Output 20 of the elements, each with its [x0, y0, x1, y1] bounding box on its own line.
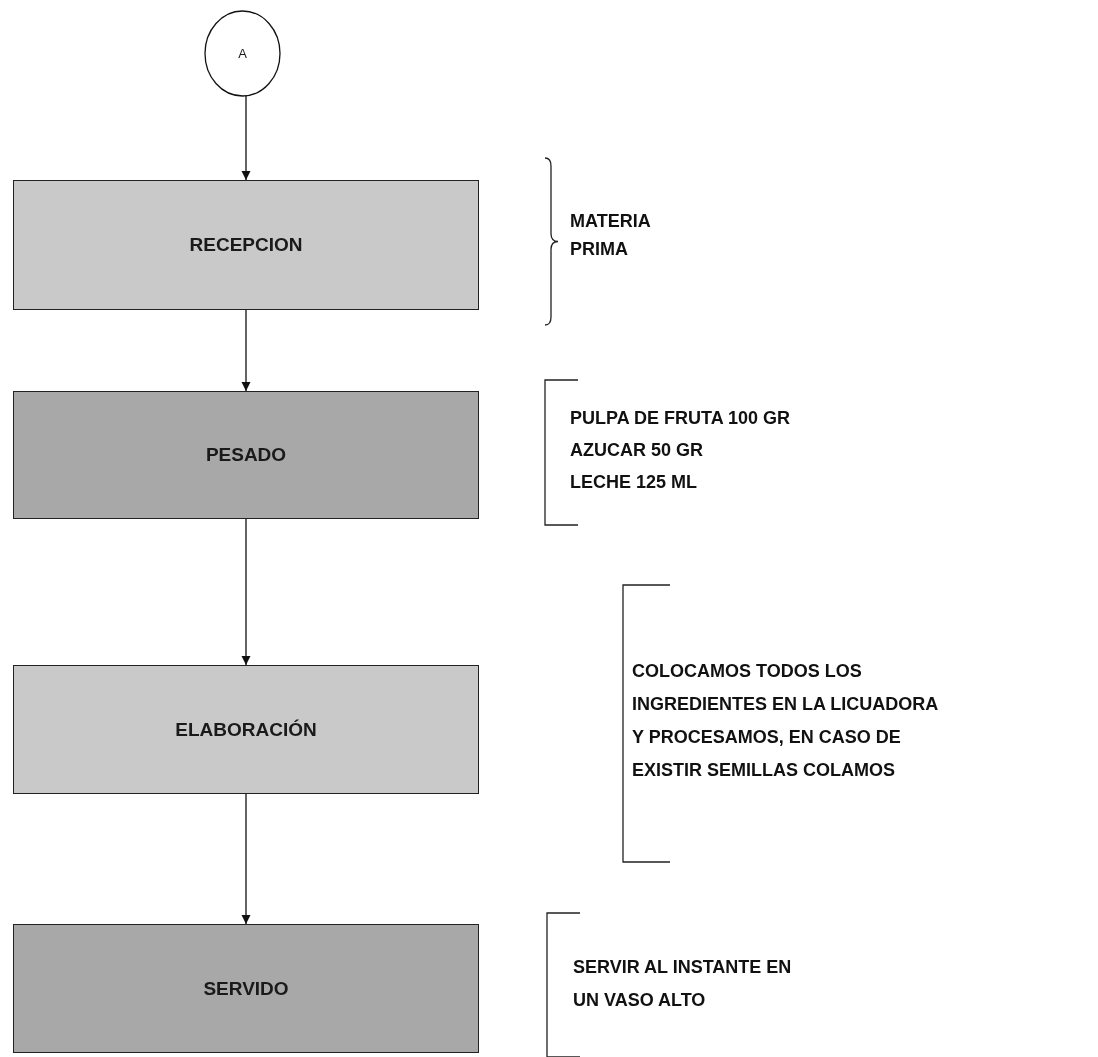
process-box [13, 180, 479, 310]
step-label: PESADO [205, 444, 287, 466]
arrow [241, 793, 251, 925]
arrow [241, 518, 251, 666]
arrow [241, 309, 251, 392]
step-note: MATERIA PRIMA [570, 210, 651, 261]
step-note: COLOCAMOS TODOS LOS INGREDIENTES EN LA LICUADORA Y PROCESAMOS, EN CASO DE EXISTIR SEMILLAS COLAMOS [632, 660, 939, 782]
step-note: PULPA DE FRUTA 100 GR [570, 407, 792, 430]
connector-circle [204, 10, 281, 97]
step-note: AZUCAR 50 GR [570, 439, 704, 462]
step-note: LECHE 125 ML [570, 471, 699, 494]
step-note: SERVIR AL INSTANTE EN UN VASO ALTO [573, 956, 793, 1012]
step-label: SERVIDO [203, 977, 289, 1000]
step-label: ELABORACIÓN [175, 718, 317, 741]
arrow [241, 95, 251, 181]
connector-label: A [238, 46, 247, 61]
step-label: RECEPCION [189, 234, 303, 256]
process-box [13, 665, 479, 794]
process-box [13, 391, 479, 519]
process-box [13, 924, 479, 1053]
